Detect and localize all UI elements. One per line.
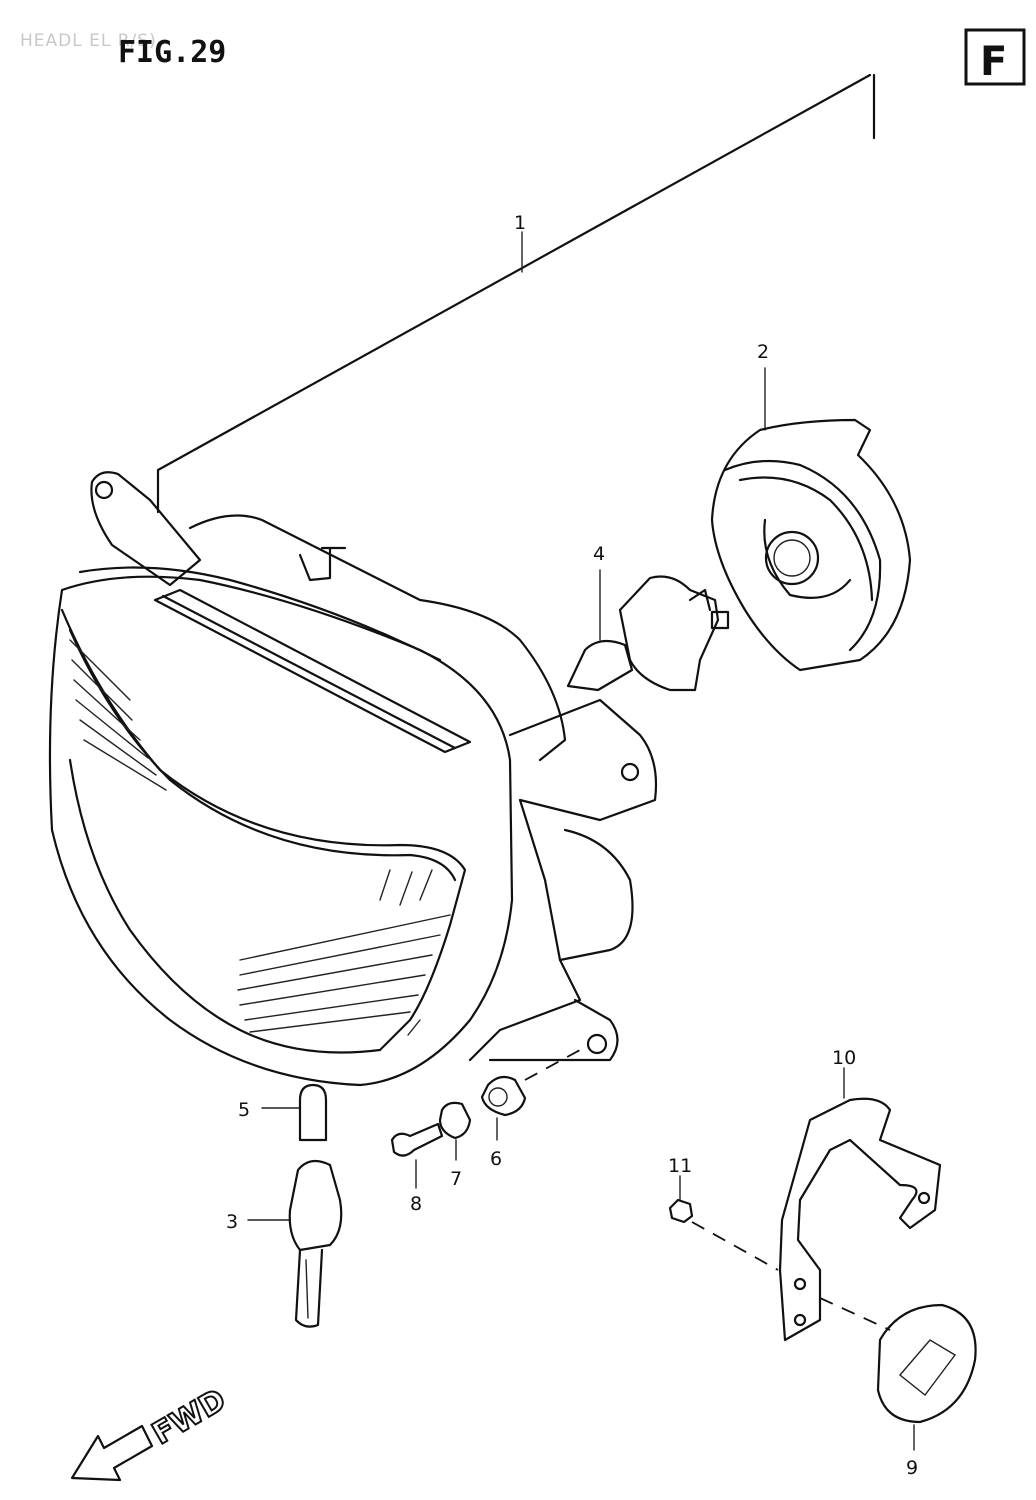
faint-title: HEADL EL R/S) [20, 31, 157, 51]
assembly-leader [156, 73, 876, 514]
position-bulb-part-5 [261, 1083, 328, 1142]
callout-3: 3 [226, 1211, 238, 1233]
callout-9: 9 [906, 1457, 918, 1479]
fwd-label: FWD [147, 1382, 232, 1452]
figure-label: FIG.29 [118, 35, 226, 70]
callout-7: 7 [450, 1168, 462, 1190]
collar-part-7 [438, 1101, 472, 1161]
callout-4: 4 [593, 543, 605, 565]
screw-part-8 [390, 1122, 444, 1189]
callout-6: 6 [490, 1148, 502, 1170]
callout-10: 10 [832, 1047, 856, 1069]
reflector-part-9 [819, 1297, 977, 1451]
headlight-assembly-part-1 [48, 471, 658, 1087]
bracket-part-10 [778, 1067, 942, 1342]
callout-5: 5 [238, 1099, 250, 1121]
bulb-socket-part-3 [247, 1159, 343, 1328]
section-badge: F [964, 28, 1026, 86]
nut-part-11 [668, 1175, 779, 1271]
callout-2: 2 [757, 341, 769, 363]
socket-cover-part-2 [710, 367, 912, 672]
forward-direction-arrow: FWD [70, 1381, 233, 1482]
callout-1: 1 [514, 212, 526, 234]
headlight-bulb-part-4 [566, 569, 730, 692]
callout-8: 8 [410, 1193, 422, 1215]
section-badge-letter: F [980, 39, 1007, 85]
grommet-part-6 [480, 1049, 581, 1141]
callout-11: 11 [668, 1155, 692, 1177]
